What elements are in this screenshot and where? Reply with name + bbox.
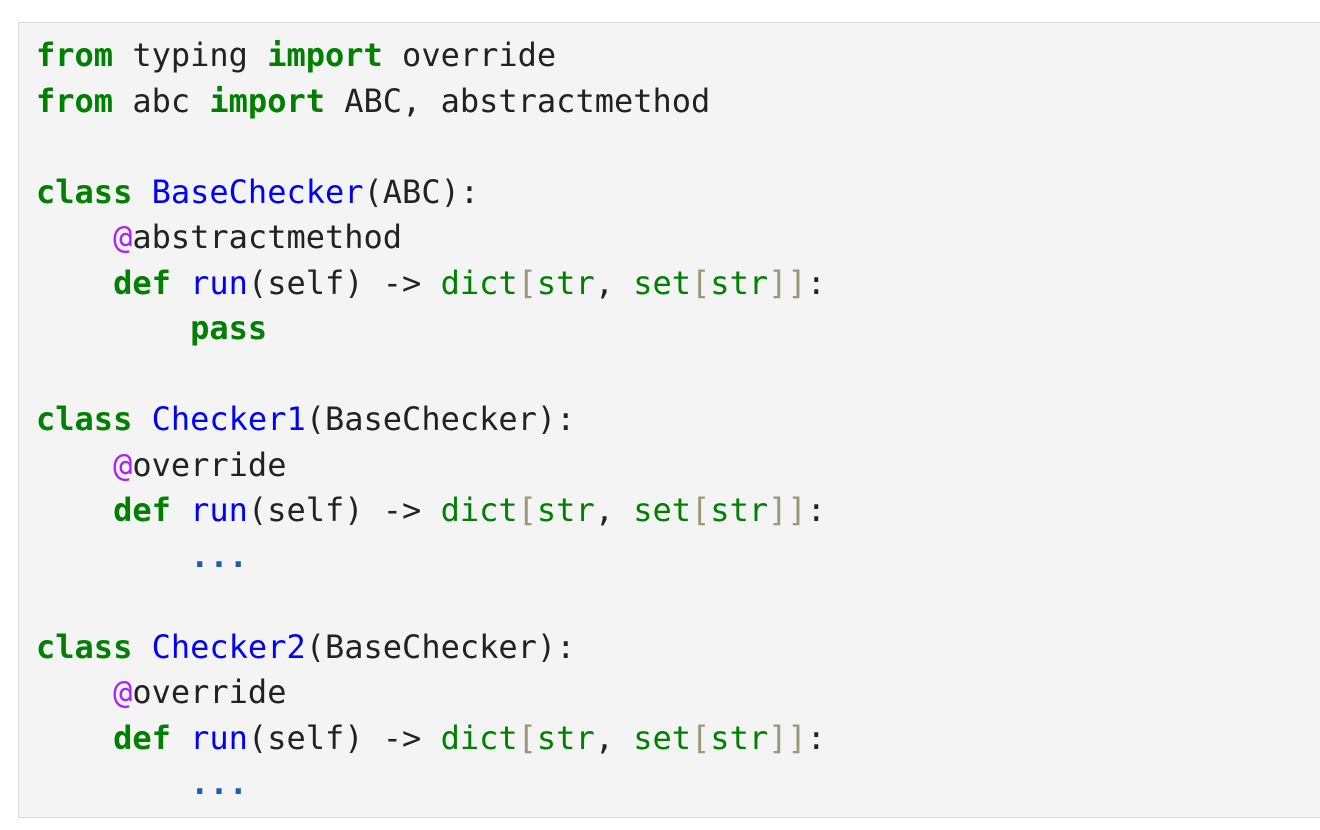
definition-name-token: run [190, 718, 248, 757]
code-line: class Checker2(BaseChecker): [36, 625, 826, 671]
builtin-type-token: str [710, 491, 769, 529]
code-text-token: , [594, 263, 634, 302]
code-line: @abstractmethod [36, 215, 826, 261]
code-text-token: , [594, 718, 634, 757]
keyword-token: from [36, 81, 114, 120]
keyword-token: import [209, 81, 325, 120]
code-text-token [171, 264, 190, 302]
builtin-type-token: set [633, 263, 692, 302]
definition-name-token: BaseChecker [151, 172, 364, 211]
ellipsis-token: ... [190, 764, 248, 802]
code-line [36, 124, 826, 170]
code-line [36, 579, 826, 625]
keyword-token: def [113, 491, 171, 529]
builtin-type-token: str [536, 491, 595, 529]
definition-name-token: Checker2 [151, 627, 306, 666]
builtin-type-token: str [536, 718, 595, 757]
code-line: def run(self) -> dict[str, set[str]]: [36, 261, 826, 307]
code-text-token: override [132, 445, 287, 484]
keyword-token: def [113, 718, 171, 757]
code-line: def run(self) -> dict[str, set[str]]: [36, 488, 826, 534]
code-text-token [171, 719, 190, 757]
bracket-token: [ [517, 491, 537, 529]
decorator-at-token: @ [113, 218, 133, 256]
code-line: class BaseChecker(ABC): [36, 170, 826, 216]
code-line: class Checker1(BaseChecker): [36, 397, 826, 443]
code-text-token: typing [113, 36, 268, 74]
builtin-type-token: str [710, 718, 769, 757]
code-text-token: : [806, 491, 826, 529]
bracket-token: [ [691, 718, 711, 757]
builtin-type-token: set [633, 491, 692, 529]
code-line: pass [36, 306, 826, 352]
code-text-token: (BaseChecker): [305, 627, 576, 666]
code-text-token [36, 764, 190, 802]
decorator-at-token: @ [113, 445, 133, 484]
builtin-type-token: str [536, 263, 595, 302]
keyword-token: from [36, 36, 114, 74]
code-line: from abc import ABC, abstractmethod [36, 79, 826, 125]
builtin-type-token: dict [440, 491, 518, 529]
ellipsis-token: ... [190, 536, 248, 575]
builtin-type-token: dict [440, 718, 518, 757]
keyword-token: class [36, 627, 133, 666]
code-text-token [36, 218, 113, 256]
keyword-token: import [267, 36, 383, 74]
code-text-token [36, 491, 113, 529]
builtin-type-token: dict [440, 263, 518, 302]
definition-name-token: Checker1 [151, 400, 306, 438]
code-text-token [132, 173, 151, 211]
code-line: @override [36, 443, 826, 489]
bracket-token: [ [691, 491, 711, 529]
builtin-type-token: str [710, 263, 769, 302]
code-text-token: : [806, 718, 826, 757]
code-line [36, 352, 826, 398]
code-text-token: (self) -> [247, 718, 441, 757]
code-text-token: (ABC): [363, 172, 480, 211]
bracket-token: ]] [768, 718, 807, 757]
code-line: from typing import override [36, 33, 826, 79]
code-text-token [171, 491, 190, 529]
code-text-token: (self) -> [247, 263, 441, 302]
keyword-token: class [36, 400, 133, 438]
code-text-token: ABC, abstractmethod [324, 81, 711, 120]
builtin-type-token: set [633, 718, 692, 757]
keyword-token: pass [190, 309, 268, 347]
code-text-token: abstractmethod [132, 218, 403, 256]
code-text-token [132, 400, 151, 438]
code-text-token: (self) -> [247, 491, 441, 529]
code-text-token [36, 446, 113, 484]
code-text-token: abc [113, 81, 210, 120]
definition-name-token: run [190, 491, 248, 529]
code-text-token: override [132, 673, 287, 711]
code-text-token [36, 537, 190, 575]
code-text-token [36, 309, 190, 347]
decorator-at-token: @ [113, 673, 133, 711]
code-text-token [132, 628, 151, 666]
code-text-token: , [594, 491, 634, 529]
code-text-token: : [806, 263, 826, 302]
code-text-token [36, 719, 113, 757]
code-line: ... [36, 761, 826, 807]
keyword-token: class [36, 172, 133, 211]
bracket-token: [ [517, 718, 537, 757]
bracket-token: [ [691, 263, 711, 302]
code-text-token: override [382, 36, 557, 74]
code-line: def run(self) -> dict[str, set[str]]: [36, 716, 826, 762]
bracket-token: [ [517, 263, 537, 302]
code-line: ... [36, 534, 826, 580]
code-text-token: (BaseChecker): [305, 400, 576, 438]
bracket-token: ]] [768, 491, 807, 529]
definition-name-token: run [190, 263, 248, 302]
keyword-token: def [113, 263, 171, 302]
code-text-token [36, 673, 113, 711]
bracket-token: ]] [768, 263, 807, 302]
code-line: @override [36, 670, 826, 716]
code-text-token [36, 264, 113, 302]
